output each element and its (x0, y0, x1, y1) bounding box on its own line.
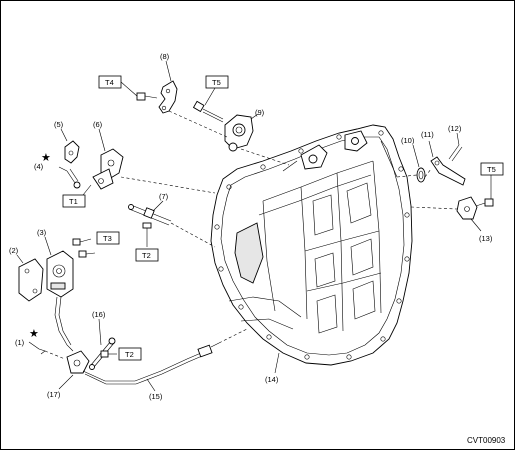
sensor-part-9: (9) (224, 108, 265, 152)
figure-reference-code: CVT00903 (467, 436, 506, 445)
torque-tag-T2-low: T2 (118, 347, 142, 361)
inhibitor-switch-part-3: (3) (37, 228, 74, 298)
star-mark-4: ★ (41, 151, 51, 164)
torque-tag-T5-top: T5 (205, 75, 229, 89)
callout-16: (16) (92, 310, 106, 319)
callout-8: (8) (160, 52, 170, 61)
shaft-part-11: (11) (421, 130, 466, 186)
shaft-part-7: (7) (128, 192, 172, 226)
callout-4: (4) (34, 162, 44, 171)
torque-tag-T2-mid: T2 (135, 248, 159, 262)
torque-tag-T5-right: T5 (480, 162, 504, 176)
callout-12: (12) (448, 124, 462, 133)
callout-5: (5) (54, 120, 64, 129)
svg-text:T5: T5 (212, 78, 221, 87)
pin-part-4: (4) ★ (34, 151, 81, 189)
svg-text:T3: T3 (103, 234, 112, 243)
pin-part-12: (12) (448, 124, 463, 162)
callout-15: (15) (149, 392, 163, 401)
callout-17: (17) (47, 390, 61, 399)
callout-10: (10) (401, 136, 415, 145)
flange-bolt-holes (214, 130, 410, 360)
callout-11: (11) (421, 130, 434, 139)
bolt-T5-top (192, 100, 224, 123)
torque-tag-T1: T1 (62, 194, 86, 208)
bolt-T2-low (100, 350, 117, 358)
callout-2: (2) (9, 246, 19, 255)
svg-text:T4: T4 (105, 78, 114, 87)
seal-part-10: (10) (401, 136, 426, 183)
svg-text:T2: T2 (125, 350, 134, 359)
torque-tag-T3: T3 (96, 231, 120, 245)
star-mark-1: ★ (29, 327, 39, 340)
callout-1: (1) (15, 338, 25, 347)
bracket-part-8: (8) (158, 52, 178, 114)
transmission-case-housing (210, 124, 413, 366)
lever-part-17: (17) (47, 350, 90, 399)
bracket-part-13: (13) (456, 196, 493, 243)
callout-13: (13) (479, 234, 493, 243)
rod-part-16: (16) (89, 310, 116, 370)
cover-part-2: (2) (9, 246, 44, 302)
bolt-T2-mid (142, 222, 152, 241)
callout-9: (9) (255, 108, 265, 117)
bolt-T4 (136, 92, 158, 101)
callout-3: (3) (37, 228, 47, 237)
clip-part-1: ★ (1) (15, 327, 46, 355)
callout-14: (14) (265, 375, 279, 384)
svg-text:T1: T1 (69, 197, 78, 206)
svg-text:T5: T5 (487, 165, 496, 174)
cable-part-15: (15) (82, 342, 220, 401)
callout-7: (7) (159, 192, 169, 201)
lever-part-5: (5) (54, 120, 80, 164)
bolts-T3 (72, 238, 96, 258)
svg-text:T2: T2 (142, 251, 151, 260)
callout-6: (6) (93, 120, 103, 129)
torque-tag-T4: T4 (98, 75, 122, 89)
detent-part-6: (6) (92, 120, 124, 190)
